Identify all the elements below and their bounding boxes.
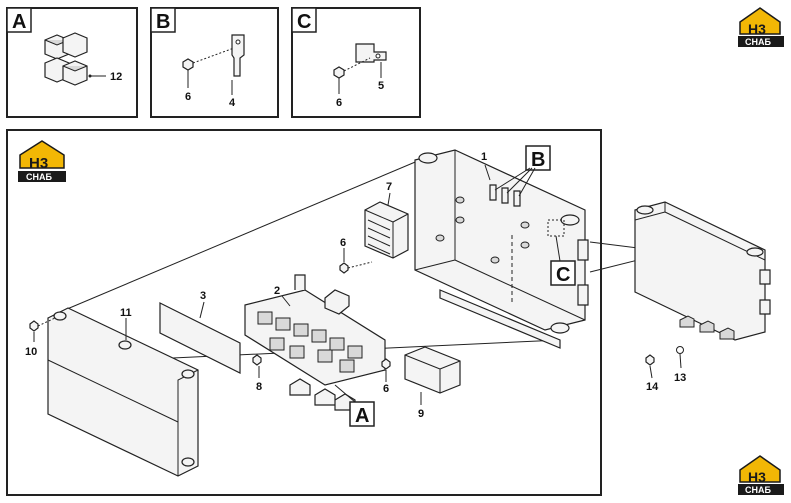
screw-icon	[29, 317, 56, 332]
part-label-6-c: 6	[336, 97, 342, 109]
brand-logo: H3 CHAБ	[738, 7, 784, 47]
screw-icon	[339, 261, 373, 274]
callout-a: A	[355, 405, 369, 427]
part-label-8: 8	[256, 381, 262, 393]
module-box	[364, 201, 409, 259]
bolt-icon	[182, 58, 194, 71]
callout-c: C	[556, 264, 570, 286]
inset-a: A 12	[6, 7, 138, 118]
assembled-box	[634, 201, 771, 341]
inset-c-letter: C	[297, 11, 311, 33]
part-label-5: 5	[378, 80, 384, 92]
part-label-14: 14	[646, 381, 659, 393]
screw-icon	[381, 358, 391, 370]
part-label-13: 13	[674, 372, 686, 384]
part-label-6-main-b: 6	[383, 383, 389, 395]
inset-a-letter: A	[12, 11, 26, 33]
svg-text:CHAБ: CHAБ	[745, 485, 771, 495]
inset-c: C 6 5	[291, 7, 421, 118]
bolt-icon	[333, 66, 345, 79]
relay-board	[244, 274, 386, 411]
screw-icon	[252, 354, 262, 366]
control-box	[414, 149, 589, 349]
svg-text:H3: H3	[29, 155, 48, 172]
part-label-6-main-a: 6	[340, 237, 346, 249]
small-module	[404, 346, 461, 394]
part-label-10: 10	[25, 346, 37, 358]
washer-icon	[676, 346, 684, 354]
svg-text:CHAБ: CHAБ	[26, 172, 52, 182]
bracket-icon	[231, 34, 245, 77]
part-label-7: 7	[386, 181, 392, 193]
svg-text:CHAБ: CHAБ	[745, 37, 771, 47]
brand-logo: H3 CHAБ	[18, 140, 66, 182]
part-label-11: 11	[120, 307, 132, 319]
part-label-12: 12	[110, 71, 122, 83]
cover-panel	[47, 307, 199, 477]
part-label-9: 9	[418, 408, 424, 420]
callout-b: B	[531, 149, 545, 171]
part-label-1: 1	[481, 151, 487, 163]
relay-icon	[44, 32, 88, 86]
part-label-4: 4	[229, 97, 236, 109]
gasket-sheet	[159, 302, 241, 374]
part-label-6-b: 6	[185, 91, 191, 103]
brand-logo: H3 CHAБ	[738, 455, 784, 495]
svg-text:H3: H3	[748, 21, 766, 37]
svg-text:H3: H3	[748, 469, 766, 485]
inset-b-letter: B	[156, 11, 170, 33]
main-frame	[6, 129, 602, 496]
inset-b: B 6 4	[150, 7, 279, 118]
part-label-2: 2	[274, 285, 280, 297]
screw-icon	[645, 354, 655, 366]
part-label-3: 3	[200, 290, 206, 302]
